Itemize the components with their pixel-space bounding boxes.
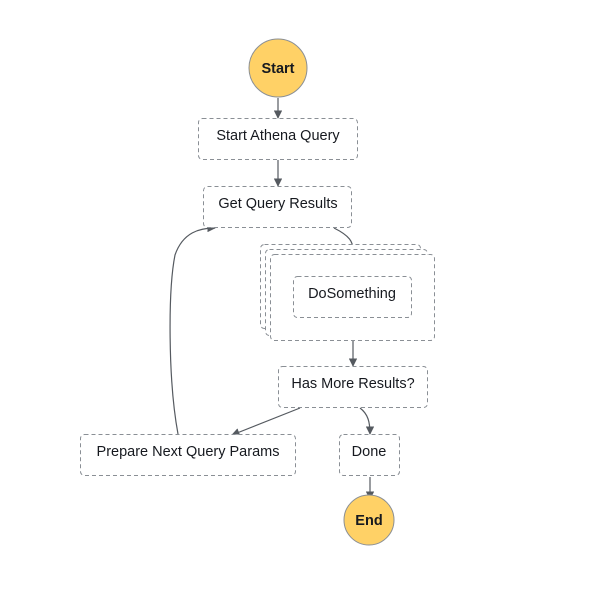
do-something-state[interactable]: DoSomething [293,276,412,318]
edges [169,98,375,500]
prepare-next-query-params-label: Prepare Next Query Params [97,444,280,460]
edge-has-more-results-to-prepare-next-query-params [231,407,301,437]
done-label: Done [352,444,387,460]
end-state[interactable]: End [343,494,395,546]
has-more-results-box [278,366,428,408]
has-more-results-label: Has More Results? [291,376,414,392]
get-query-results-label: Get Query Results [218,196,337,212]
start-state[interactable]: Start [248,38,308,98]
end-label: End [355,513,382,529]
start-circle [248,38,308,98]
start-athena-query-state[interactable]: Start Athena Query [198,118,358,160]
done-box [339,434,400,476]
done-state[interactable]: Done [339,434,400,476]
edge-prepare-next-query-params-to-get-query-results [169,223,216,435]
start-athena-query-box [198,118,358,160]
has-more-results-state[interactable]: Has More Results? [278,366,428,408]
do-something-label: DoSomething [308,286,396,302]
edge-has-more-results-to-done [359,407,375,435]
do-something-box [293,276,412,318]
start-athena-query-label: Start Athena Query [216,128,340,144]
prepare-next-query-params-box [80,434,296,476]
get-query-results-box [203,186,352,228]
get-query-results-state[interactable]: Get Query Results [203,186,352,228]
end-circle [343,494,395,546]
prepare-next-query-params-state[interactable]: Prepare Next Query Params [80,434,296,476]
start-label: Start [261,61,294,77]
